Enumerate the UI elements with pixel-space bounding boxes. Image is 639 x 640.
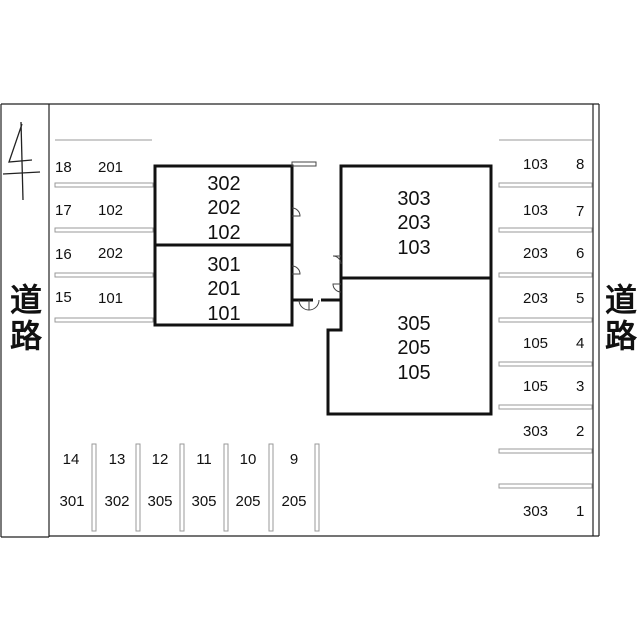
unit-label: 302 [207,173,240,195]
parking-space-room: 205 [235,493,260,510]
parking-space-room: 105 [523,378,548,395]
parking-space-number: 17 [55,202,72,219]
road-label-left: 道 路 [8,282,44,354]
parking-space-number: 9 [290,451,298,468]
parking-lines-right [498,139,593,489]
unit-label: 103 [397,237,430,259]
parking-space-number: 3 [576,378,584,395]
corridor-details [291,161,342,311]
parking-space-room: 103 [523,202,548,219]
parking-space-number: 15 [55,289,72,306]
lot-boundary [0,103,600,538]
parking-space-room: 101 [98,290,123,307]
parking-space-number: 11 [196,451,212,468]
parking-space-room: 103 [523,156,548,173]
road-label-right: 道 路 [603,282,639,354]
parking-space-room: 201 [98,159,123,176]
unit-label: 301 [207,254,240,276]
road-char: 道 [9,281,42,319]
parking-space-number: 8 [576,156,584,173]
unit-label: 303 [397,188,430,210]
parking-space-room: 302 [104,493,129,510]
road-char: 路 [604,317,637,355]
parking-space-room: 203 [523,290,548,307]
parking-space-room: 303 [523,503,548,520]
parking-space-number: 18 [55,159,72,176]
parking-space-room: 305 [147,493,172,510]
parking-space-number: 14 [63,451,80,468]
parking-space-room: 202 [98,245,123,262]
unit-label: 305 [397,313,430,335]
unit-label: 205 [397,337,430,359]
parking-space-room: 105 [523,335,548,352]
road-char: 路 [9,317,42,355]
parking-space-number: 6 [576,245,584,262]
parking-space-number: 4 [576,335,584,352]
unit-label: 102 [207,222,240,244]
parking-space-room: 303 [523,423,548,440]
parking-space-number: 1 [576,503,584,520]
road-char: 道 [604,281,637,319]
unit-label: 203 [397,212,430,234]
parking-lines-bottom [91,443,320,532]
parking-space-room: 102 [98,202,123,219]
parking-space-number: 2 [576,423,584,440]
parking-space-number: 10 [240,451,257,468]
parking-space-number: 12 [152,451,169,468]
parking-space-room: 305 [191,493,216,510]
parking-lines-left [54,139,154,323]
north-arrow-icon [2,121,41,201]
unit-label: 201 [207,278,240,300]
parking-space-number: 7 [576,203,584,220]
building-walls [153,164,493,416]
unit-label: 105 [397,362,430,384]
parking-space-number: 5 [576,290,584,307]
parking-space-number: 13 [109,451,126,468]
parking-space-room: 205 [281,493,306,510]
parking-space-room: 301 [59,493,84,510]
parking-space-number: 16 [55,246,72,263]
parking-space-room: 203 [523,245,548,262]
unit-label: 202 [207,197,240,219]
unit-label: 101 [207,303,240,325]
